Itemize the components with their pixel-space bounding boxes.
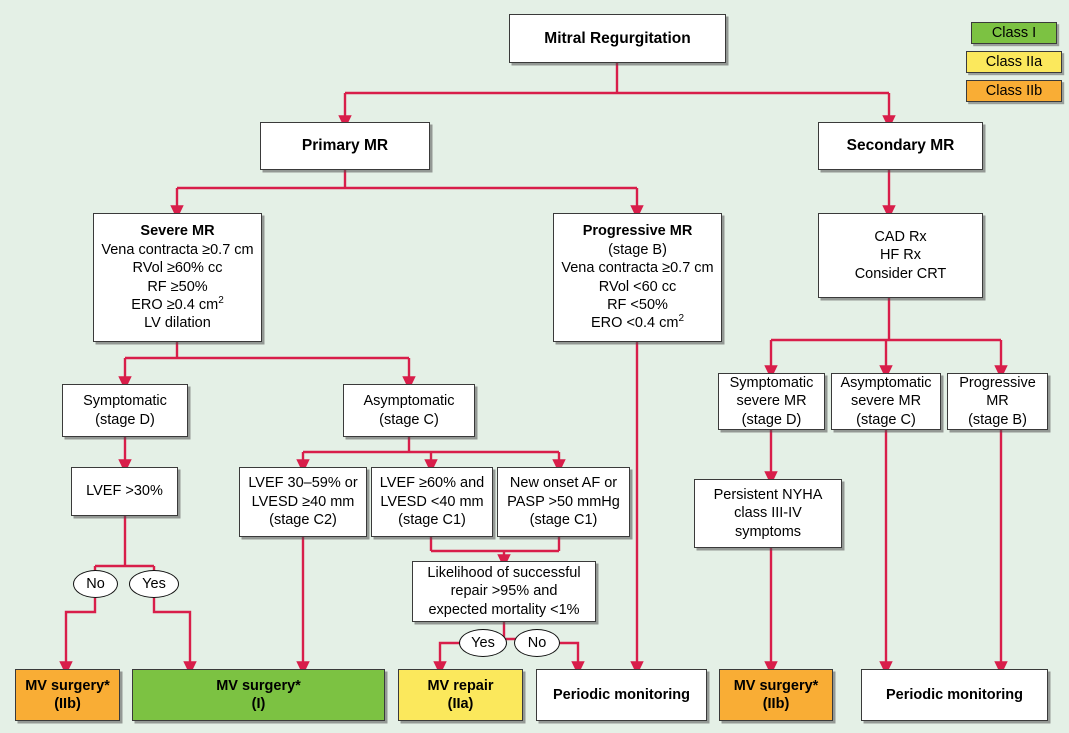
pill-label: No: [527, 635, 547, 651]
node-progressive-mr: Progressive MR (stage B) Vena contracta …: [553, 213, 722, 342]
node-mitral-regurgitation: Mitral Regurgitation: [509, 14, 726, 63]
outcome-line: MV repair: [427, 677, 494, 694]
node-title: Mitral Regurgitation: [544, 29, 691, 47]
outcome-line: Periodic monitoring: [553, 686, 690, 703]
node-line: New onset AF or: [509, 475, 618, 492]
node-line: Likelihood of successful: [427, 564, 581, 581]
node-cad-rx: CAD Rx HF Rx Consider CRT: [818, 213, 983, 298]
outcome-mv-surgery-iib-right: MV surgery* (IIb): [719, 669, 833, 721]
node-line: Progressive: [959, 374, 1036, 391]
node-line: Persistent NYHA: [713, 486, 823, 503]
pill-label: Yes: [471, 635, 495, 651]
node-line: RF ≥50%: [147, 278, 208, 295]
node-primary-mr: Primary MR: [260, 122, 430, 170]
superscript: 2: [218, 295, 224, 307]
node-line: (stage C): [379, 411, 439, 428]
node-line: Consider CRT: [854, 265, 947, 282]
node-line: expected mortality <1%: [428, 601, 580, 618]
node-line: (stage B): [608, 241, 667, 258]
outcome-line: Periodic monitoring: [886, 686, 1023, 703]
node-line: LVEF 30–59% or: [248, 475, 358, 492]
node-line: LVESD ≥40 mm: [251, 493, 355, 510]
node-line: ERO ≥0.4 cm2: [131, 296, 224, 314]
node-line: severe MR: [850, 393, 922, 410]
decision-label-no-repair: No: [514, 629, 560, 657]
outcome-line: (IIb): [762, 696, 790, 712]
node-line: RF <50%: [607, 296, 668, 313]
pill-label: No: [86, 576, 105, 592]
node-severe-mr: Severe MR Vena contracta ≥0.7 cm RVol ≥6…: [93, 213, 262, 342]
node-title: Secondary MR: [846, 137, 955, 155]
node-stage-c1-af: New onset AF or PASP >50 mmHg (stage C1): [497, 467, 630, 537]
legend-label: Class IIb: [985, 83, 1043, 99]
outcome-line: MV surgery*: [733, 677, 819, 694]
node-line: (stage C1): [398, 512, 466, 529]
node-secondary-asymptomatic-severe-mr: Asymptomatic severe MR (stage C): [831, 373, 941, 430]
node-line: (stage D): [95, 411, 155, 428]
node-line: Asymptomatic: [840, 374, 932, 391]
legend-label: Class IIa: [985, 54, 1043, 70]
decision-label-yes-repair: Yes: [459, 629, 507, 657]
node-stage-c2: LVEF 30–59% or LVESD ≥40 mm (stage C2): [239, 467, 367, 537]
node-line: Asymptomatic: [363, 393, 455, 410]
node-secondary-progressive-mr: Progressive MR (stage B): [947, 373, 1048, 430]
node-line: symptoms: [734, 523, 802, 540]
node-persistent-nyha: Persistent NYHA class III-IV symptoms: [694, 479, 842, 548]
legend-item-class-i: Class I: [971, 22, 1057, 44]
legend-item-class-iia: Class IIa: [966, 51, 1062, 73]
node-line: CAD Rx: [874, 228, 927, 245]
node-line: ERO <0.4 cm2: [591, 314, 684, 332]
outcome-periodic-monitoring-right: Periodic monitoring: [861, 669, 1048, 721]
node-line: (stage C1): [529, 512, 598, 529]
node-secondary-symptomatic-severe-mr: Symptomatic severe MR (stage D): [718, 373, 825, 430]
node-asymptomatic-stage-c: Asymptomatic (stage C): [343, 384, 475, 437]
outcome-mv-surgery-i: MV surgery* (I): [132, 669, 385, 721]
node-line: Vena contracta ≥0.7 cm: [561, 260, 714, 277]
node-symptomatic-stage-d: Symptomatic (stage D): [62, 384, 188, 437]
node-line: Symptomatic: [729, 374, 814, 391]
node-line: LV dilation: [144, 315, 211, 332]
decision-label-no-lvef: No: [73, 570, 118, 598]
node-line: (stage C): [856, 411, 916, 428]
node-title: Severe MR: [140, 223, 215, 240]
node-line-text: ERO <0.4 cm: [591, 315, 679, 332]
node-line: (stage D): [741, 411, 802, 428]
node-stage-c1-lvef: LVEF ≥60% and LVESD <40 mm (stage C1): [371, 467, 493, 537]
node-line: LVEF >30%: [86, 483, 163, 500]
outcome-line: (IIa): [447, 696, 474, 712]
superscript: 2: [678, 313, 684, 325]
node-line: (stage C2): [269, 512, 337, 529]
node-line: (stage B): [968, 411, 1027, 428]
outcome-line: (IIb): [54, 696, 81, 712]
node-secondary-mr: Secondary MR: [818, 122, 983, 170]
node-lvef-30: LVEF >30%: [71, 467, 178, 516]
pill-label: Yes: [142, 576, 166, 592]
node-line: LVESD <40 mm: [380, 493, 484, 510]
outcome-mv-surgery-iib-left: MV surgery* (IIb): [15, 669, 120, 721]
node-title: Primary MR: [301, 137, 389, 155]
node-line-text: ERO ≥0.4 cm: [131, 296, 219, 313]
outcome-mv-repair-iia: MV repair (IIa): [398, 669, 523, 721]
outcome-periodic-monitoring-middle: Periodic monitoring: [536, 669, 707, 721]
node-line: RVol ≥60% cc: [132, 260, 223, 277]
node-repair-likelihood: Likelihood of successful repair >95% and…: [412, 561, 596, 622]
outcome-line: MV surgery*: [216, 677, 301, 694]
node-line: repair >95% and: [450, 583, 558, 600]
node-line: Vena contracta ≥0.7 cm: [101, 241, 254, 258]
decision-label-yes-lvef: Yes: [129, 570, 179, 598]
node-line: RVol <60 cc: [598, 278, 677, 295]
outcome-line: MV surgery*: [25, 677, 110, 694]
node-line: PASP >50 mmHg: [507, 493, 620, 510]
node-line: Symptomatic: [83, 393, 167, 410]
legend-item-class-iib: Class IIb: [966, 80, 1062, 102]
node-line: class III-IV: [734, 505, 802, 522]
node-line: HF Rx: [879, 247, 922, 264]
node-line: LVEF ≥60% and: [379, 475, 485, 492]
node-line: MR: [986, 393, 1009, 410]
outcome-line: (I): [251, 696, 266, 712]
node-title: Progressive MR: [582, 223, 693, 240]
node-line: severe MR: [736, 393, 807, 410]
legend-label: Class I: [991, 25, 1037, 41]
